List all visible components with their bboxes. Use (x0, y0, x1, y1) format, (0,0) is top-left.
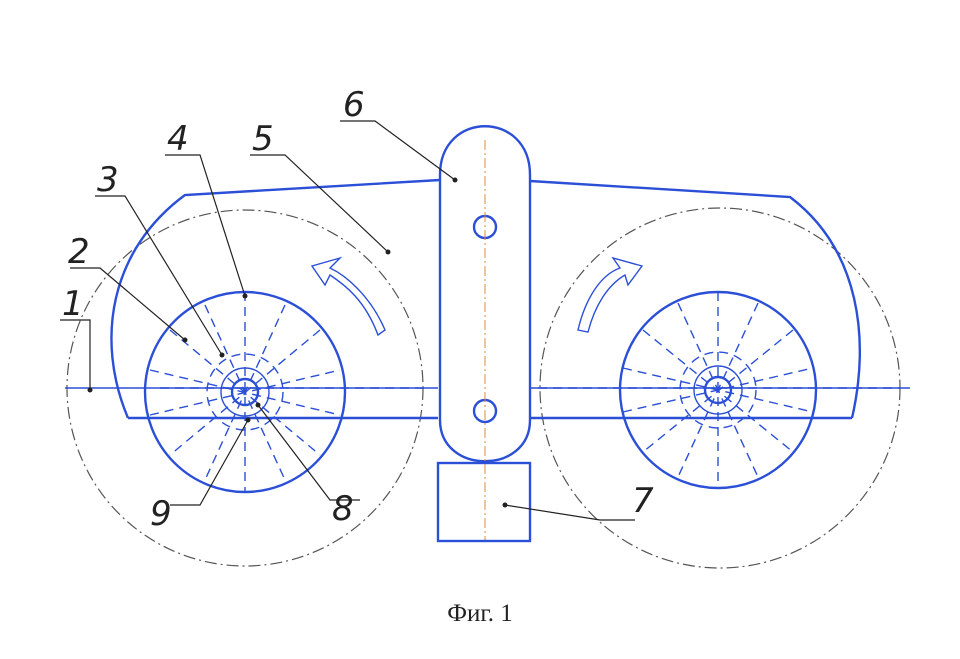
leader-2 (70, 267, 186, 341)
right-rotation-arrow (577, 256, 644, 333)
label-8: 8 (332, 489, 354, 529)
leader-6 (340, 120, 456, 181)
label-6: 6 (343, 85, 365, 125)
leader-7 (504, 504, 635, 521)
right-wheel (618, 290, 818, 490)
label-4: 4 (167, 119, 189, 159)
label-9: 9 (150, 494, 172, 534)
label-5: 5 (252, 119, 274, 159)
base-block (436, 461, 532, 543)
leader-4 (165, 154, 246, 297)
label-7: 7 (632, 481, 654, 521)
leader-1 (60, 319, 91, 390)
left-rotation-arrow (310, 256, 386, 337)
housing-outline (110, 178, 862, 419)
figure-caption: Фиг. 1 (447, 600, 513, 627)
leader-5 (250, 154, 389, 253)
label-2: 2 (68, 232, 90, 272)
leader-9 (170, 419, 249, 506)
mechanism-drawing: 1 2 3 4 5 6 7 8 9 (60, 85, 910, 569)
label-1: 1 (62, 284, 84, 324)
label-3: 3 (97, 160, 119, 200)
leader-8 (257, 404, 360, 501)
central-link (438, 125, 532, 463)
left-wheel (143, 290, 347, 494)
leader-3 (95, 195, 223, 356)
